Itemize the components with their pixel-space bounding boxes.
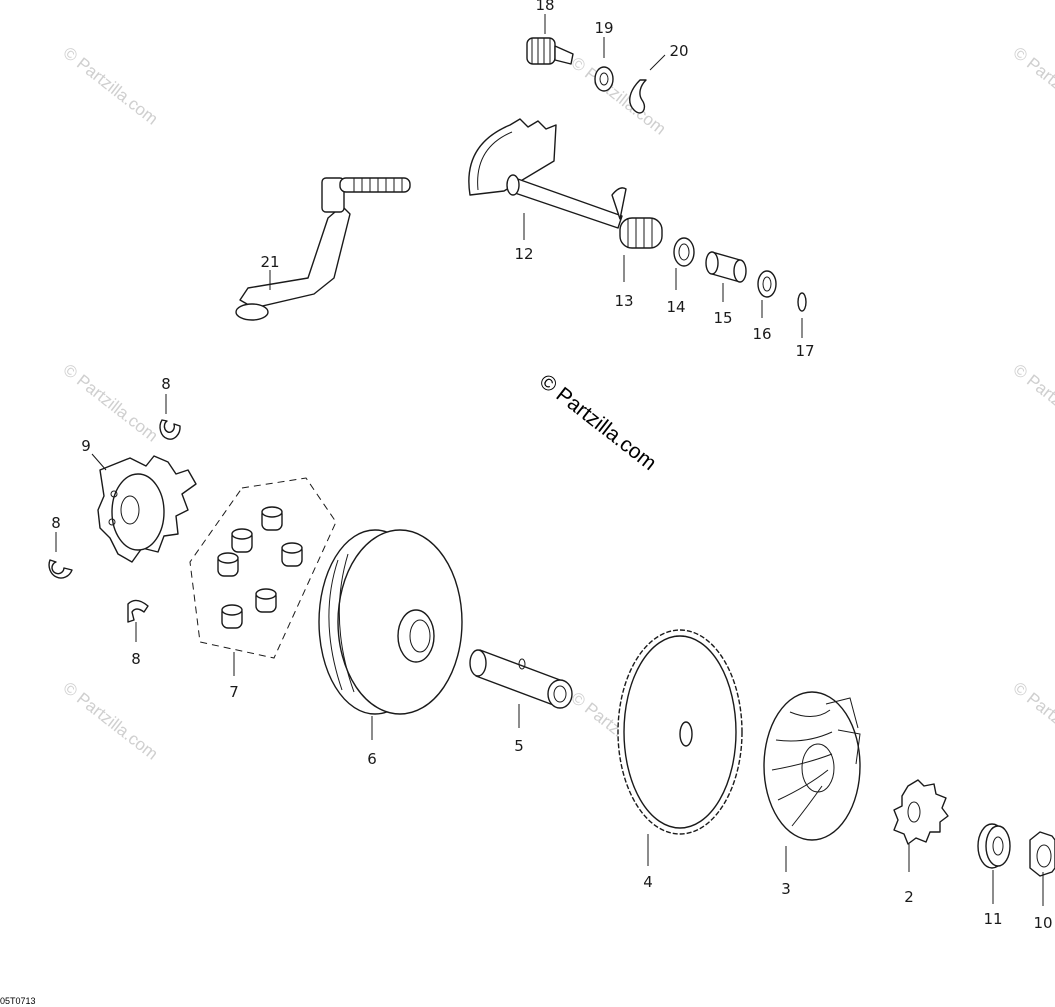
callout-13: 13 [614,292,633,310]
callout-9: 9 [81,437,91,455]
part-15-bushing [705,251,747,283]
part-8-slider-bottom [127,599,149,623]
part-20-clip [629,79,647,114]
part-7-weight-rollers [189,477,337,659]
callout-5: 5 [514,737,524,755]
callout-2: 2 [904,888,914,906]
part-16-washer [757,270,777,298]
roller [217,552,239,577]
callout-8-bottom: 8 [131,650,141,668]
roller [281,542,303,567]
part-17-clip [797,292,807,312]
callout-15: 15 [713,309,732,327]
part-6-drive-face [318,529,463,715]
part-14-washer [673,237,695,267]
watermarks: © Partzilla.com © Partzilla.com © Partzi… [60,43,1055,774]
part-8-slider-left [48,559,73,579]
watermark: © Partzilla.com [60,360,162,446]
callout-10: 10 [1033,914,1052,932]
callout-17: 17 [795,342,814,360]
callout-18: 18 [535,0,554,14]
callout-14: 14 [666,298,685,316]
part-21-kick-lever [235,177,411,321]
callout-4: 4 [643,873,653,891]
callout-20: 20 [669,42,688,60]
drawing-code: 05T0713 [0,996,36,1006]
part-3-fan [763,691,861,841]
part-11-washer [977,823,1011,869]
roller [231,528,253,553]
roller [255,588,277,613]
watermark: © Partzilla.com [60,678,162,764]
part-4-fixed-drive-face [617,629,743,835]
part-19-washer [594,66,614,92]
callout-16: 16 [752,325,771,343]
watermark: © Partzilla.com [1010,678,1055,764]
callout-7: 7 [229,683,239,701]
callout-8-left: 8 [51,514,61,532]
part-9-ramp-plate [97,455,197,563]
callout-12: 12 [514,245,533,263]
roller [221,604,243,629]
part-18-pinion [526,37,574,65]
part-2-star-washer [893,779,949,845]
callout-19: 19 [594,19,613,37]
callout-21: 21 [260,253,279,271]
part-13-spring [611,187,663,249]
copyright-text: © Partzilla.com [535,370,661,475]
watermark: © Partzilla.com [1010,360,1055,446]
callout-11: 11 [983,910,1002,928]
part-12-kick-shaft [468,118,623,229]
roller [261,506,283,531]
callout-3: 3 [781,880,791,898]
watermark: © Partzilla.com [1010,43,1055,129]
part-5-collar [469,649,573,709]
part-10-nut [1029,831,1055,877]
watermark: © Partzilla.com [60,43,162,129]
part-8-slider-top [159,419,181,440]
callout-8-top: 8 [161,375,171,393]
callout-6: 6 [367,750,377,768]
